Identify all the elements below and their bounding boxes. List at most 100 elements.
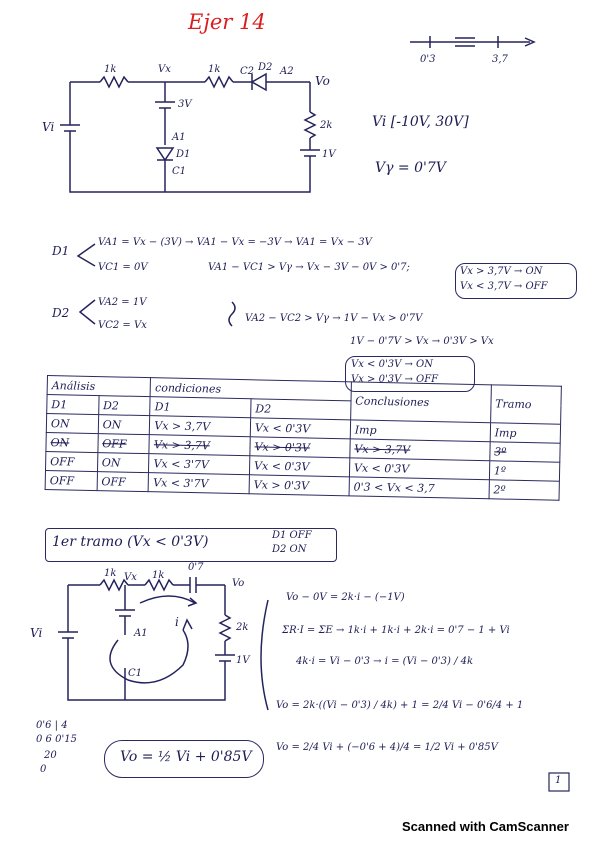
resistor-1k-top (99, 75, 129, 89)
table-cell: 0'3 < Vx < 3,7 (348, 476, 490, 499)
table-cell: Vx < 3'7V (148, 472, 250, 494)
table-cell: ON (97, 452, 150, 473)
table-cell: Imp (489, 422, 561, 444)
resistor-2k-top (303, 111, 317, 139)
label-d1: D1 (176, 149, 191, 160)
label-c2: C2 (240, 66, 255, 77)
tramo1-state-d2: D2 ON (272, 544, 307, 555)
d1-line3: VA1 − VC1 > Vγ → Vx − 3V − 0V > 0'7; (208, 262, 410, 273)
b-label-drop: 0'7 (188, 562, 204, 573)
source-1v-bottom (215, 654, 235, 662)
page-number-box (548, 772, 570, 792)
header-analisis: Análisis (47, 375, 151, 397)
table-cell: OFF (45, 470, 98, 491)
sub-d1: D1 (46, 394, 99, 415)
d1-line2: VC1 = 0V (98, 262, 148, 273)
d2-va2: VA2 = 1V (98, 297, 147, 308)
label-r1: 1k (104, 64, 117, 75)
d2-cond-off: Vx > 0'3V → OFF (351, 374, 439, 385)
range-mark-03: 0'3 (420, 54, 436, 65)
diode-d2 (250, 72, 267, 92)
brace-d2 (78, 299, 96, 325)
margin-note-4: 0 (40, 764, 47, 775)
tramo1-state-d1: D1 OFF (272, 530, 312, 541)
label-vi: Vi (42, 120, 55, 134)
b-label-r1: 1k (104, 568, 117, 579)
source-vi-bottom (58, 631, 78, 639)
label-r2: 1k (208, 64, 221, 75)
label-a2: A2 (280, 66, 294, 77)
exercise-title: Ejer 14 (188, 10, 266, 34)
b-label-2k: 2k (236, 622, 249, 633)
margin-note-1: 0'6 | 4 (36, 720, 68, 731)
page-number: 1 (555, 775, 562, 786)
d2-vc2: VC2 = Vx (98, 320, 147, 331)
source-1v-top (300, 149, 320, 157)
d1-condition-box (455, 263, 577, 299)
d2-label: D2 (52, 306, 70, 320)
equation-3: 4k·i = Vi − 0'3 → i = (Vi − 0'3) / 4k (296, 656, 474, 667)
table-cell: Vx > 0'3V (249, 474, 350, 496)
equation-2: ΣR·I = ΣE → 1k·i + 1k·i + 2k·i = 0'7 − 1… (282, 625, 510, 636)
mesh-current-arrow (109, 629, 189, 684)
d1-cond-on: Vx > 3,7V → ON (460, 266, 543, 277)
resistor-1k-series (204, 75, 234, 89)
b-label-r2: 1k (152, 570, 165, 581)
branch-a1 (115, 585, 135, 635)
b-label-vx: Vx (124, 572, 137, 583)
table-cell: 3º (489, 441, 561, 463)
d2-line2: 1V − 0'7V > Vx → 0'3V > Vx (350, 336, 494, 347)
analysis-table: Análisis condiciones Conclusiones Tramo … (45, 375, 562, 501)
table-cell: 2º (488, 479, 560, 501)
margin-note-2: 0 6 0'15 (36, 734, 77, 745)
source-vi-top (60, 124, 80, 132)
label-2k: 2k (320, 120, 333, 131)
top-circuit-diagram (60, 72, 320, 193)
label-3v: 3V (178, 99, 192, 110)
resistor-2k-bottom (218, 614, 232, 642)
diode-d1 (155, 147, 175, 162)
drop-07 (173, 577, 225, 593)
table-cell: Vx < 0'3V (249, 455, 350, 477)
margin-note-3: 20 (44, 750, 57, 761)
label-d2: D2 (258, 62, 273, 73)
source-3v (155, 101, 175, 109)
label-1v: 1V (322, 149, 336, 160)
table-cell: OFF (45, 451, 98, 472)
equation-5: Vo = 2/4 Vi + (−0'6 + 4)/4 = 1/2 Vi + 0'… (276, 742, 498, 753)
result-box (104, 740, 264, 778)
b-label-vi: Vi (30, 626, 43, 640)
sub-d2: D2 (98, 395, 151, 416)
tramo1-heading: 1er tramo (Vx < 0'3V) (52, 534, 209, 550)
label-vx: Vx (158, 64, 171, 75)
table-cell: Vx > 3,7V (149, 415, 251, 437)
vi-range: Vi [-10V, 30V] (372, 114, 469, 130)
current-arrow-top (139, 595, 196, 604)
header-tramo: Tramo (490, 384, 562, 425)
table-cell: OFF (96, 471, 149, 492)
sub-cond-d2: D2 (250, 398, 351, 420)
range-number-line (410, 36, 536, 48)
table-cell: Vx < 3'7V (148, 453, 250, 475)
table-cell: Vx > 3,7V (149, 434, 251, 456)
b-label-1v: 1V (236, 655, 250, 666)
table-cell: Vx < 0'3V (250, 417, 351, 439)
b-label-vo: Vo (232, 578, 245, 589)
label-vo: Vo (315, 74, 330, 88)
label-c1: C1 (172, 166, 187, 177)
resistor-1k-bottom (99, 578, 129, 592)
brace-d1 (76, 243, 96, 267)
d2-condition-box (345, 356, 475, 392)
final-result: Vo = ½ Vi + 0'85V (120, 749, 252, 765)
d2-cond-on: Vx < 0'3V → ON (351, 359, 433, 370)
table-cell: 1º (489, 460, 560, 482)
b-label-i: i (175, 615, 179, 629)
header-conclusiones: Conclusiones (350, 381, 492, 423)
equations-bracket (260, 599, 269, 711)
d1-cond-off: Vx < 3,7V → OFF (460, 281, 548, 292)
b-label-c1: C1 (128, 668, 143, 679)
brace-d2-right (228, 301, 236, 327)
d1-line1: VA1 = Vx − (3V) → VA1 − Vx = −3V → VA1 =… (98, 237, 372, 248)
table-cell: OFF (97, 433, 150, 454)
